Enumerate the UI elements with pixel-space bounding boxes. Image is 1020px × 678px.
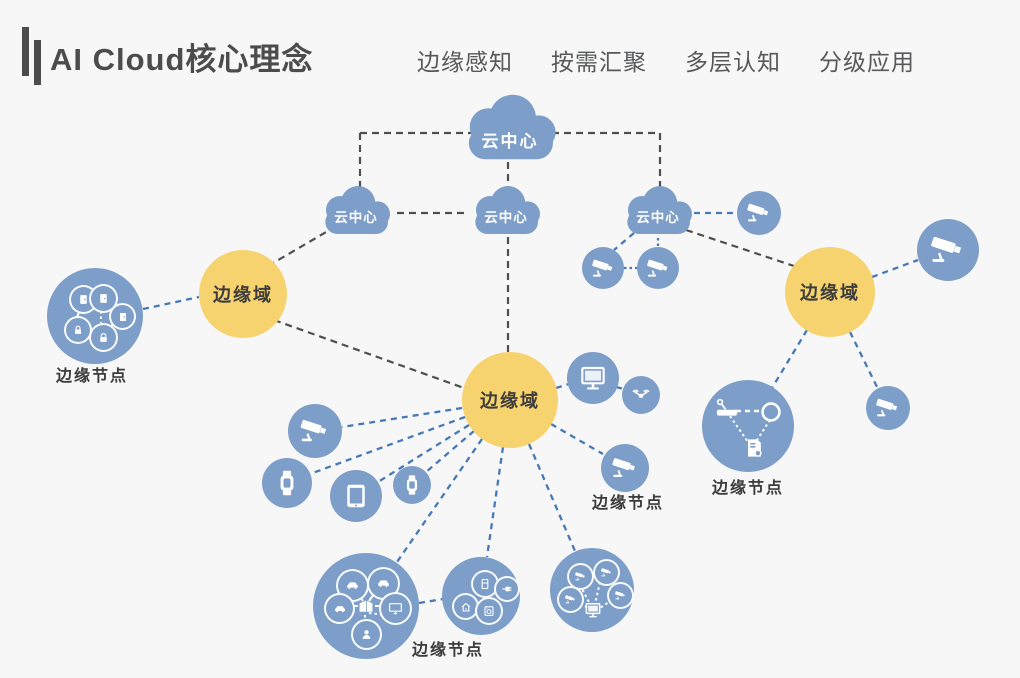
cloud-icon: [475, 186, 540, 234]
device-monitor: [567, 352, 619, 404]
connector-domain-left-domain-center: [273, 318, 465, 390]
cctv-camera-icon: [612, 458, 635, 477]
connector-domain-right-camera-big: [871, 258, 919, 279]
connector-domain-right-cluster-right: [771, 329, 808, 389]
connector-domain-center-cluster-vehicle: [396, 438, 483, 563]
connector-monitor-drone: [615, 385, 625, 391]
cloud-center-right: 云中心: [618, 184, 698, 236]
concept-edge-perception: 边缘感知: [417, 49, 513, 75]
monitor-icon: [379, 592, 412, 625]
padlock-icon: [64, 316, 92, 344]
cloud-label: 云中心: [481, 132, 539, 151]
cloud-icon: [627, 186, 692, 234]
cctv-camera-icon: [876, 398, 898, 417]
concept-list: 边缘感知 按需汇聚 多层认知 分级应用: [417, 43, 915, 77]
connector-domain-right-camera-r4: [848, 331, 880, 390]
cluster-wiring: [575, 581, 613, 609]
smart-home-icon: [452, 593, 479, 620]
washing-machine-icon: [475, 597, 503, 625]
device-cctv-camera-big: [917, 219, 979, 281]
cloud-label: 云中心: [636, 210, 680, 225]
connector-domain-center-monitor: [555, 382, 570, 390]
concept-tiered-application: 分级应用: [819, 49, 915, 75]
edge-node-cluster-network: [702, 380, 794, 472]
cctv-mini-icon: [593, 559, 620, 586]
smartwatch-icon: [280, 470, 294, 496]
edge-node-cluster-vehicles: [313, 553, 419, 659]
connector-domain-center-cluster-cctv: [527, 443, 577, 552]
edge-domain-right: 边缘域: [785, 247, 875, 337]
lens-icon: [761, 402, 781, 422]
device-cctv-camera-r3: [637, 247, 679, 289]
edge-domain-label: 边缘域: [213, 285, 273, 305]
padlock-icon: [89, 323, 118, 352]
drone-icon: [632, 389, 650, 398]
connector-domain-left-cloud2: [267, 227, 334, 267]
cloud-label: 云中心: [484, 210, 528, 225]
concept-multilayer-cognition: 多层认知: [685, 49, 781, 75]
cctv-camera-icon: [646, 259, 667, 277]
connector-cluster-vehicle-appliance: [418, 597, 444, 605]
edge-node-label-network: 边缘节点: [712, 480, 785, 497]
device-cctv-camera-r1: [737, 191, 781, 235]
plug-icon: [494, 576, 520, 602]
edge-node-cluster-access-control: [47, 268, 143, 364]
edge-domain-label: 边缘域: [800, 283, 860, 303]
cloud-icon: [468, 94, 556, 160]
cloud-center-left: 云中心: [316, 184, 396, 236]
connector-domain-center-tablet: [377, 424, 470, 483]
page-title: AI Cloud核心理念: [50, 42, 314, 77]
car-icon: [336, 569, 369, 602]
edge-node-label-camera: 边缘节点: [592, 495, 665, 512]
person-icon: [351, 619, 382, 650]
title-accent-bar-2: [34, 40, 41, 85]
device-smartwatch-left: [262, 458, 312, 508]
cloud-label: 云中心: [334, 210, 378, 225]
title-accent-bar-1: [22, 27, 29, 76]
cctv-camera-icon: [931, 236, 962, 262]
cloud-center-top: 云中心: [455, 93, 565, 161]
connector-domain-center-camera-left: [341, 406, 463, 429]
edge-domain-label: 边缘域: [480, 391, 540, 411]
connector-cloud4-camera-r2: [613, 232, 635, 251]
device-smartwatch-small: [393, 466, 431, 504]
monitor-icon: [581, 366, 605, 390]
scanner-device-icon: [748, 439, 762, 457]
device-cctv-camera-left: [288, 404, 342, 458]
tablet-icon: [347, 484, 365, 508]
smartwatch-icon: [406, 475, 418, 495]
door-sensor-icon: [109, 303, 136, 330]
concept-on-demand-aggregation: 按需汇聚: [551, 49, 647, 75]
connector-domain-center-camera-mid: [550, 423, 604, 455]
router-icon: [716, 398, 738, 416]
edge-node-cluster-cctv: [550, 548, 634, 632]
hub-building-icon: [359, 600, 373, 612]
edge-node-label-left: 边缘节点: [56, 368, 129, 385]
cctv-mini-icon: [557, 586, 584, 613]
device-drone: [622, 376, 660, 414]
connector-cluster-left-domain-left: [142, 295, 200, 311]
cloud-icon: [325, 186, 390, 234]
edge-domain-center: 边缘域: [462, 352, 558, 448]
car-icon: [324, 593, 355, 624]
device-cctv-camera-mid: [601, 444, 649, 492]
connector-cloud4-domain-right: [685, 228, 798, 269]
cloud-center-mid: 云中心: [466, 184, 546, 236]
cluster-wiring: [729, 409, 771, 443]
cctv-camera-icon: [747, 203, 769, 222]
device-cctv-camera-r2: [582, 247, 624, 289]
nvr-monitor-icon: [585, 603, 601, 618]
connector-domain-center-watch-left: [309, 415, 466, 476]
edge-node-cluster-appliances: [442, 557, 520, 635]
edge-domain-left: 边缘域: [199, 250, 287, 338]
connector-domain-center-cluster-appliance: [485, 446, 505, 558]
device-tablet: [330, 470, 382, 522]
cctv-mini-icon: [607, 582, 634, 609]
edge-node-label-vehicles: 边缘节点: [412, 642, 485, 659]
cctv-camera-icon: [591, 259, 612, 277]
device-cctv-camera-r4: [866, 386, 910, 430]
cctv-camera-icon: [300, 419, 327, 442]
